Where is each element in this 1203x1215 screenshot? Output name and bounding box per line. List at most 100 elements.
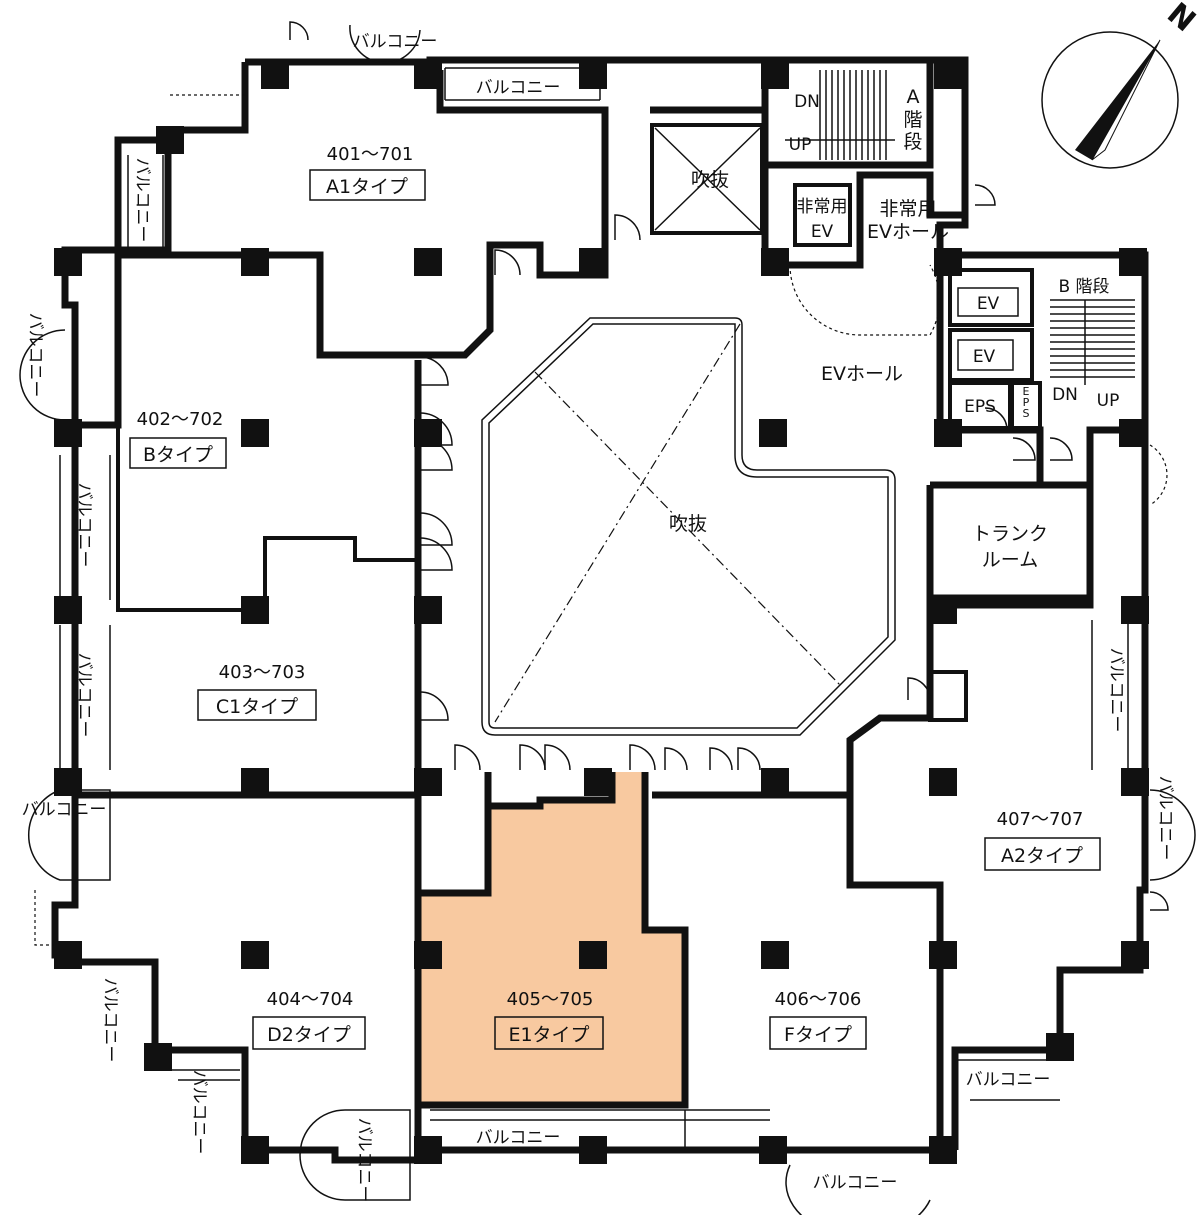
atrium-label: 吹抜 xyxy=(669,513,707,535)
unit-c1-type: C1タイプ xyxy=(216,696,298,718)
column xyxy=(414,1136,442,1164)
column xyxy=(929,596,957,624)
column xyxy=(54,768,82,796)
emergency-hall-label-2: EVホール xyxy=(867,221,949,243)
column xyxy=(1121,596,1149,624)
unit-e1-type: E1タイプ xyxy=(508,1024,589,1046)
column xyxy=(414,248,442,276)
unit-b-type-box xyxy=(129,437,227,469)
emergency-ev-label-1: 非常用 xyxy=(797,197,848,217)
unit-f-range: 406〜706 xyxy=(775,989,862,1010)
balcony-label-v1: バルコニー xyxy=(132,158,152,243)
door-swing xyxy=(1149,891,1169,911)
unit-d2-label[interactable]: 404〜704 D2タイプ xyxy=(252,989,366,1050)
column xyxy=(261,61,289,89)
column xyxy=(241,596,269,624)
door-swing xyxy=(419,537,453,571)
column xyxy=(759,419,787,447)
outer-wall-east xyxy=(951,430,1149,1150)
balcony-label-n2: バルコニー xyxy=(476,78,561,98)
unit-a2-type: A2タイプ xyxy=(1001,845,1083,867)
unit-c1-label[interactable]: 403〜703 C1タイプ xyxy=(197,662,317,721)
atrium-diag-1 xyxy=(534,371,841,686)
wall-e1 xyxy=(418,772,492,897)
balcony-label-v4: バルコニー xyxy=(74,653,94,738)
column xyxy=(241,768,269,796)
column xyxy=(929,941,957,969)
unit-b-label[interactable]: 402〜702 Bタイプ xyxy=(129,409,227,469)
column xyxy=(1121,768,1149,796)
stair-b-up: UP xyxy=(1097,391,1120,411)
wall-e1-east xyxy=(418,772,689,1109)
ev-shaft-1-inner xyxy=(957,287,1019,317)
outer-wall-ne xyxy=(245,56,1149,430)
door-swing xyxy=(419,356,449,386)
unit-c1-range: 403〜703 xyxy=(219,662,306,683)
trunk-room-label-1: トランク xyxy=(972,523,1048,545)
atrium-diag-2 xyxy=(494,323,741,723)
unit-f-type: Fタイプ xyxy=(784,1024,852,1046)
door-swing xyxy=(984,407,1008,431)
unit-f-label[interactable]: 406〜706 Fタイプ xyxy=(769,989,867,1050)
column xyxy=(761,61,789,89)
door-swing xyxy=(614,214,641,241)
unit-e1-label[interactable]: 405〜705 E1タイプ xyxy=(494,989,604,1050)
column xyxy=(759,1136,787,1164)
ev-1-label: EV xyxy=(977,294,1000,314)
door-swing xyxy=(419,512,453,546)
north-label: N xyxy=(1160,0,1202,39)
small-void-label: 吹抜 xyxy=(691,169,729,191)
column xyxy=(579,248,607,276)
unit-a2-range: 407〜707 xyxy=(997,809,1084,830)
wall-a2 xyxy=(846,426,1145,795)
stair-a-label-2: 階 xyxy=(903,109,922,131)
unit-c1-type-box xyxy=(197,689,317,721)
door-swing xyxy=(1012,437,1036,461)
door-swing xyxy=(544,744,571,771)
trunk-sub-box xyxy=(928,670,968,722)
ev-2-label: EV xyxy=(973,347,996,367)
column xyxy=(144,1043,172,1071)
door-swing xyxy=(629,744,656,771)
balcony-label-v3: バルコニー xyxy=(74,483,94,568)
column xyxy=(241,248,269,276)
column xyxy=(54,941,82,969)
column xyxy=(414,61,442,89)
ev-shaft-2-frame xyxy=(948,328,1034,382)
column xyxy=(156,126,184,154)
balcony-label-v7: バルコニー xyxy=(354,1118,374,1203)
balcony-rails xyxy=(19,24,1196,1215)
column xyxy=(929,1136,957,1164)
ev-shaft-2-inner xyxy=(957,339,1014,371)
unit-a2-label[interactable]: 407〜707 A2タイプ xyxy=(984,809,1101,871)
balcony-label-v8: バルコニー xyxy=(189,1070,209,1155)
unit-f-type-box xyxy=(769,1016,867,1050)
emergency-hall-label-1: 非常用 xyxy=(879,198,936,220)
structural-columns xyxy=(54,61,1149,1164)
ev-hall-label: EVホール xyxy=(821,363,903,385)
stair-b-dn: DN xyxy=(1052,385,1078,405)
column xyxy=(241,1136,269,1164)
stair-a-label-3: 段 xyxy=(903,131,922,153)
door-swing xyxy=(737,747,761,771)
column xyxy=(1046,1033,1074,1061)
eps-label: EPS xyxy=(964,397,996,417)
north-compass: N xyxy=(1041,0,1202,169)
column xyxy=(1121,941,1149,969)
unit-a1-type-box xyxy=(309,169,426,201)
balcony-label-s2: バルコニー xyxy=(813,1173,898,1193)
door-swing xyxy=(494,249,521,276)
atrium-outline-inner xyxy=(488,323,889,729)
unit-a1-label[interactable]: 401〜701 A1タイプ xyxy=(309,144,426,201)
unit-e1-type-box xyxy=(494,1016,604,1050)
column xyxy=(414,596,442,624)
stair-b-label: B 階段 xyxy=(1058,277,1109,297)
door-swing xyxy=(1049,437,1073,461)
column xyxy=(414,941,442,969)
column xyxy=(1119,248,1147,276)
column xyxy=(1119,419,1147,447)
balcony-label-v5: バルコニー xyxy=(1106,648,1126,733)
balcony-label-v6: バルコニー xyxy=(1155,776,1175,861)
atrium-outline-outer xyxy=(481,317,896,736)
